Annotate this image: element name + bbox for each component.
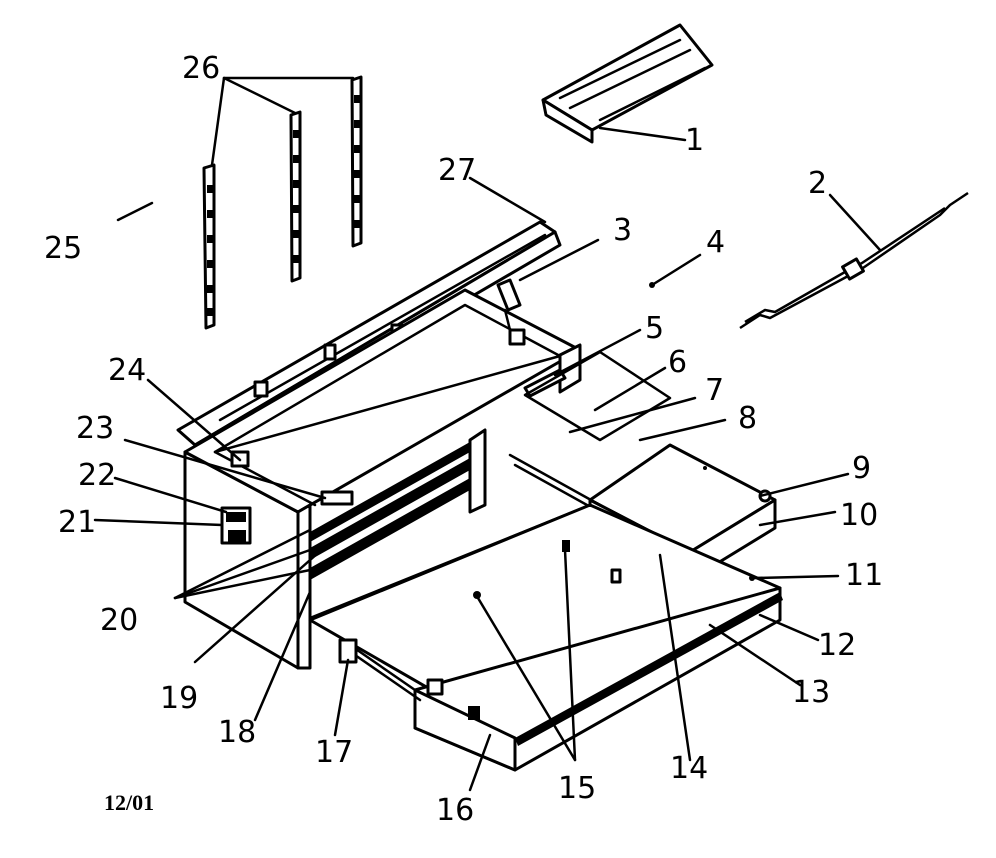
callout-17: 17 — [315, 735, 353, 770]
callout-5: 5 — [645, 311, 664, 346]
callout-26: 26 — [182, 51, 220, 86]
callout-10: 10 — [840, 498, 878, 533]
callout-8: 8 — [738, 401, 757, 436]
callout-18: 18 — [218, 715, 256, 750]
callout-27: 27 — [438, 153, 476, 188]
part-rod — [739, 191, 969, 330]
part-pin — [116, 201, 154, 222]
callout-22: 22 — [78, 458, 116, 493]
callout-11: 11 — [845, 558, 883, 593]
callout-7: 7 — [705, 373, 724, 408]
callout-20: 20 — [100, 603, 138, 638]
callout-4: 4 — [706, 225, 725, 260]
callout-16: 16 — [436, 793, 474, 828]
callout-1: 1 — [685, 123, 704, 158]
callout-3: 3 — [613, 213, 632, 248]
callout-14: 14 — [670, 751, 708, 786]
callout-25: 25 — [44, 231, 82, 266]
callout-15: 15 — [558, 771, 596, 806]
callout-2: 2 — [808, 166, 827, 201]
callout-21: 21 — [58, 505, 96, 540]
callout-13: 13 — [792, 675, 830, 710]
callout-12: 12 — [818, 628, 856, 663]
callout-24: 24 — [108, 353, 146, 388]
callout-9: 9 — [852, 451, 871, 486]
leader-lines — [93, 76, 882, 792]
date-code: 12/01 — [104, 790, 154, 815]
callout-6: 6 — [668, 345, 687, 380]
part-strips — [202, 75, 363, 330]
callout-labels: 26 1 2 27 25 3 4 5 6 24 7 8 23 22 9 10 2… — [44, 51, 883, 828]
callout-19: 19 — [160, 681, 198, 716]
callout-23: 23 — [76, 411, 114, 446]
part-tray — [541, 23, 714, 144]
